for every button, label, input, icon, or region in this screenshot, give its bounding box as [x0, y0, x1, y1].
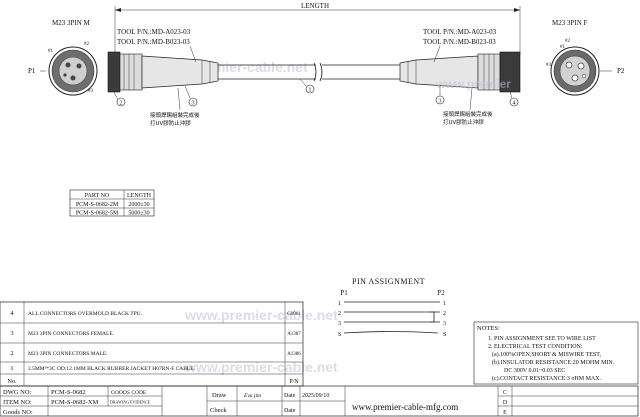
bom-header-no: No. [7, 378, 17, 385]
right-tool-pn-2: TOOL P/N.:MD-B023-03 [423, 38, 496, 46]
watermark-right: www.premier [435, 77, 511, 91]
right-pin-label-1: #1 [560, 45, 566, 50]
footer-url: www.premier-cable-mfg.com [352, 402, 458, 412]
item-value: PCM-S-0682-XM [51, 399, 99, 406]
right-pin-label-2: #2 [565, 39, 571, 44]
length-label: LENGTH [301, 2, 329, 10]
svg-text:3: 3 [439, 99, 442, 105]
left-pin-label-3: #3 [88, 89, 94, 94]
rev-letter-d: D [503, 400, 508, 406]
part-table-cell: 5000±30 [128, 211, 149, 217]
left-tool-pn-2: TOOL P/N.:MD-B023-03 [117, 38, 190, 46]
pin-assignment-p2: P2 [437, 289, 445, 297]
pin-right-3: 3 [443, 321, 446, 327]
bom-row-1-no: 1 [10, 365, 13, 372]
left-pin-label-2: #2 [84, 42, 90, 47]
notes-line: (c).CONTACT RESISTANCE:3 oHM MAX. [492, 375, 602, 382]
part-table-header-part: PART NO [85, 193, 110, 199]
pin-left-2: 2 [338, 311, 341, 317]
dwg-value: PCM-S-0682 [51, 389, 86, 396]
right-connector-title: M23 3PIN F [552, 19, 588, 27]
pin-assignment-title: PIN ASSIGNMENT [352, 277, 425, 286]
rev-letter-e: E [503, 410, 507, 416]
pin-right-s: S [443, 332, 446, 338]
bom-row-1-desc: 2.5MM²*3C OD:12.1MM BLACK RUBBER JACKET … [28, 366, 196, 372]
goods-code-label: GOODS CODE [111, 390, 147, 396]
pin-left-3: 3 [338, 321, 341, 327]
right-connector-body [399, 51, 521, 93]
left-balloon-3: 3 [184, 85, 198, 107]
bom-row-4-pn: G0061 [287, 312, 301, 317]
bom-row-4-desc: ALL CONNECTORS OVERMOLD BLACK TPU. [28, 311, 143, 317]
check-label: Check [210, 407, 227, 414]
left-note-line-2: 打UV膠防止沖膠 [150, 119, 191, 127]
bom-row-3-desc: M23 3PIN CONNECTORS FEMALE. [28, 331, 115, 337]
watermark-bom-1: www.premier-cable.net [184, 307, 338, 323]
part-table-cell: 2000±30 [128, 202, 149, 208]
part-table-cell: PCM-S-0682-2M [76, 202, 119, 208]
svg-text:3: 3 [192, 101, 195, 107]
pin-right-2: 2 [443, 311, 446, 317]
item-label: ITEM NO: [3, 399, 32, 406]
right-balloon-4: 4 [509, 91, 519, 107]
p1-label: P1 [28, 67, 36, 75]
length-dimension: LENGTH [114, 2, 521, 55]
dwg-label: DWG NO: [3, 389, 32, 396]
p2-label: P2 [617, 67, 625, 75]
bom-row-3-no: 3 [10, 330, 13, 337]
right-note-line-1: 接頭焊錫組裝完成後 [443, 110, 493, 118]
date-label-2: Date [284, 408, 296, 414]
pin-left-1: 1 [338, 301, 341, 307]
title-block: DWG NO: PCM-S-0682 GOODS CODE ITEM NO: P… [0, 385, 639, 417]
pin-left-s: S [338, 332, 341, 338]
date-label-1: Date [284, 393, 296, 399]
right-note-line-2: 打UV膠防止沖膠 [443, 118, 484, 126]
pin-right-1: 1 [443, 301, 446, 307]
notes-title: NOTES: [477, 325, 500, 332]
rev-letter-c: C [503, 390, 507, 396]
cable-balloon-1: 1 [299, 78, 315, 94]
date-value: 2025/09/10 [302, 393, 329, 399]
right-balloon-3: 3 [435, 86, 445, 105]
bom-header-pn: P/N [289, 379, 299, 385]
watermark-bom-2: www.premier-cable.net [184, 359, 338, 375]
left-connector-body [107, 51, 219, 93]
notes-line: (a).100%OPEN,SHORT & MISWIRE TEST, [492, 351, 601, 358]
cable [218, 62, 400, 82]
draw-label: Draw [212, 392, 227, 399]
notes-line: 1. PIN ASSIGNMENT SEE TO WIRE LIST [488, 336, 596, 342]
left-balloon-2: 2 [113, 91, 126, 107]
right-tool-pn-1: TOOL P/N.:MD-A023-03 [423, 28, 497, 36]
bom-row-2-pn: A1386 [287, 352, 301, 357]
left-tool-pn-1: TOOL P/N.:MD-A023-03 [117, 28, 191, 36]
bom-row-4-no: 4 [10, 310, 14, 317]
left-note-line-1: 接頭焊錫組裝完成後 [150, 111, 200, 119]
bom-table: 4 ALL CONNECTORS OVERMOLD BLACK TPU. G00… [0, 301, 304, 387]
bom-row-2-no: 2 [10, 350, 13, 357]
draw-signature: Eva jim [243, 393, 261, 399]
part-table-cell: PCM-S-0682-5M [76, 211, 119, 217]
left-pin-label-1: #1 [48, 49, 54, 54]
goods-no-label: Goods NO: [3, 409, 33, 416]
drawing-evidence-label: DRAWING EVIDENCE [110, 400, 151, 405]
part-table-header-length: LENGTH [127, 193, 152, 199]
part-length-table: PART NO LENGTH PCM-S-0682-2M 2000±30 PCM… [69, 189, 155, 217]
left-end-view: M23 3PIN M P1 #1 #2 #3 [28, 19, 98, 96]
left-connector-title: M23 3PIN M [52, 19, 91, 27]
notes-line: (b).INSULATOR RESISTANCE:20 MOHM MIN. [492, 359, 615, 366]
svg-text:2: 2 [120, 101, 123, 107]
bom-row-3-pn: A1387 [287, 332, 301, 337]
svg-text:4: 4 [513, 101, 516, 107]
bom-row-2-desc: M23 3PIN CONNECTORS MALE. [28, 351, 108, 357]
pin-assignment-p1: P1 [340, 289, 348, 297]
notes-line: 2. ELECTRICAL TEST CONDITION: [488, 344, 583, 350]
right-pin-label-3: #3 [546, 63, 552, 68]
notes-line: DC 300V 0.01~0.03 SEC [504, 368, 565, 374]
pin-assignment: PIN ASSIGNMENT P1 P2 1 2 3 S 1 2 3 S [338, 277, 446, 338]
svg-text:1: 1 [309, 88, 312, 94]
right-end-view: M23 3PIN F P2 #1 #2 #3 [546, 19, 625, 96]
notes-box: NOTES: 1. PIN ASSIGNMENT SEE TO WIRE LIS… [473, 321, 639, 385]
